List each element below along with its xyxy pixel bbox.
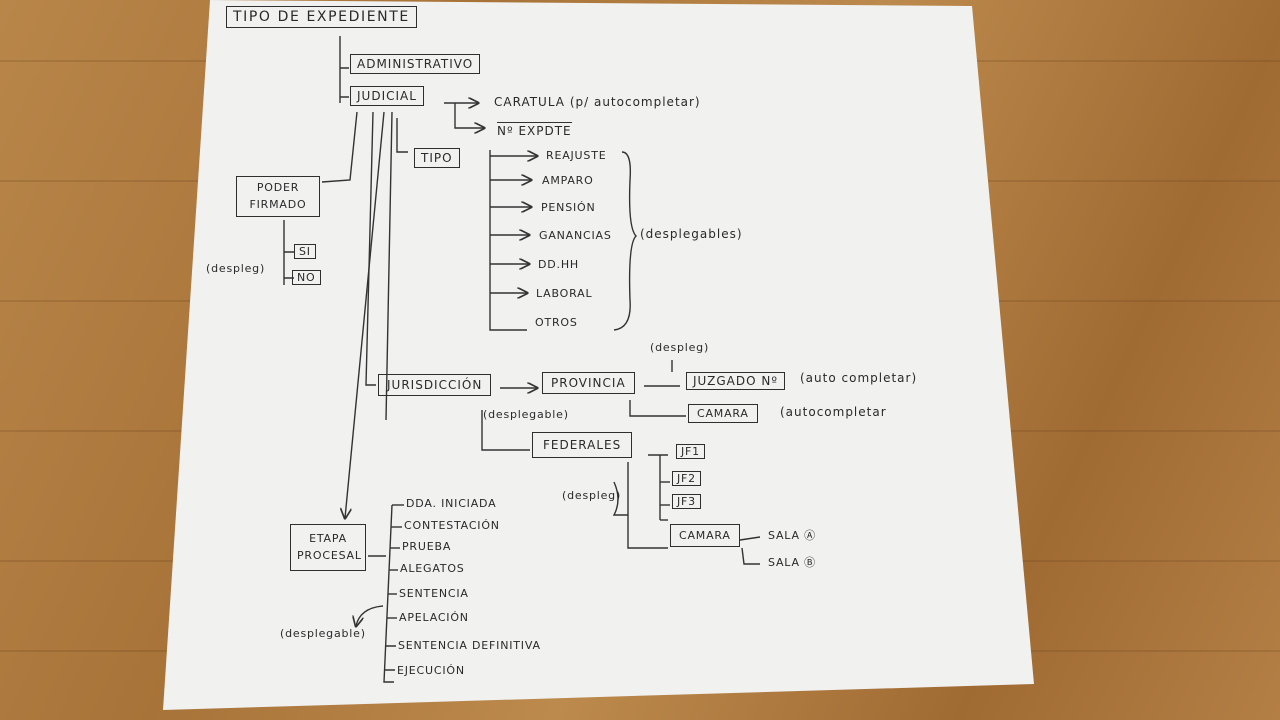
nro-expdte-label: Nº EXPDTE <box>497 122 572 138</box>
etapa-procesal-node: ETAPA PROCESAL <box>290 524 366 571</box>
etapa-item-contestacion: CONTESTACIÓN <box>404 519 500 532</box>
judicial-node: JUDICIAL <box>350 86 424 106</box>
etapa-item-sentencia: SENTENCIA <box>399 587 469 600</box>
jf2-node: JF2 <box>672 471 701 486</box>
no-option: NO <box>292 270 321 285</box>
tipo-curly-brace <box>613 151 637 331</box>
jurisdiccion-note: (desplegable) <box>483 408 569 421</box>
etapa-item-ejecucion: EJECUCIÓN <box>397 664 465 677</box>
tipo-item-otros: OTROS <box>535 316 578 329</box>
juzgado-node: JUZGADO Nº <box>686 372 785 390</box>
etapa-item-dda-iniciada: DDA. INICIADA <box>406 497 497 510</box>
poder-connector <box>321 111 358 183</box>
juzgado-note: (auto completar) <box>800 371 918 385</box>
etapa-item-sentencia-definitiva: SENTENCIA DEFINITIVA <box>398 639 541 652</box>
tipo-item-ddhh: DD.HH <box>538 258 579 271</box>
jf1-node: JF1 <box>676 444 705 459</box>
sala-a-label: SALA Ⓐ <box>768 529 816 542</box>
si-option: SI <box>294 244 316 259</box>
administrativo-node: ADMINISTRATIVO <box>350 54 481 74</box>
poder-note: (despleg) <box>206 262 266 275</box>
tipo-item-ganancias: GANANCIAS <box>539 229 612 242</box>
tipo-item-laboral: LABORAL <box>536 287 593 300</box>
etapa-trunk <box>345 111 385 518</box>
provincia-node: PROVINCIA <box>542 372 635 394</box>
tipo-item-amparo: AMPARO <box>542 174 594 187</box>
camara-prov-node: CAMARA <box>688 404 758 423</box>
etapa-items-trunk <box>383 504 394 683</box>
etapa-item-alegatos: ALEGATOS <box>400 562 465 575</box>
jurisdiccion-node: JURISDICCIÓN <box>378 374 492 396</box>
judicial-vline-4 <box>385 111 393 421</box>
etapa-note: (desplegable) <box>280 627 366 640</box>
tipo-note: (desplegables) <box>640 227 743 241</box>
provincia-note: (despleg) <box>650 341 710 354</box>
federales-connector <box>481 410 530 451</box>
jurisdiccion-trunk <box>365 111 376 386</box>
tipo-item-pension: PENSIÓN <box>541 201 596 214</box>
camara-prov-note: (autocompletar <box>780 405 887 419</box>
camara-fed-brace <box>612 481 628 516</box>
camara-prov-connector <box>629 400 686 417</box>
etapa-item-prueba: PRUEBA <box>402 540 452 553</box>
sala-a-connector <box>739 536 761 541</box>
tipo-items-trunk <box>489 150 527 331</box>
root-node: TIPO DE EXPEDIENTE <box>226 6 417 28</box>
camara-fed-node: CAMARA <box>670 524 740 547</box>
tipo-node: TIPO <box>414 148 460 168</box>
federales-node: FEDERALES <box>532 432 633 458</box>
sala-b-connector <box>741 547 760 565</box>
caratula-label: CARATULA (p/ autocompletar) <box>494 95 701 109</box>
nro-arrow <box>454 103 484 128</box>
jf3-node: JF3 <box>672 494 701 509</box>
federales-vline <box>627 462 668 549</box>
etapa-item-apelacion: APELACIÓN <box>399 611 469 624</box>
etapa-note-arrow <box>356 605 384 626</box>
tipo-item-reajuste: REAJUSTE <box>546 149 607 162</box>
tipo-connector <box>396 118 408 153</box>
federales-note: (despleg) <box>562 489 622 502</box>
poder-firmado-node: PODER FIRMADO <box>236 176 320 217</box>
sala-b-label: SALA Ⓑ <box>768 556 816 569</box>
